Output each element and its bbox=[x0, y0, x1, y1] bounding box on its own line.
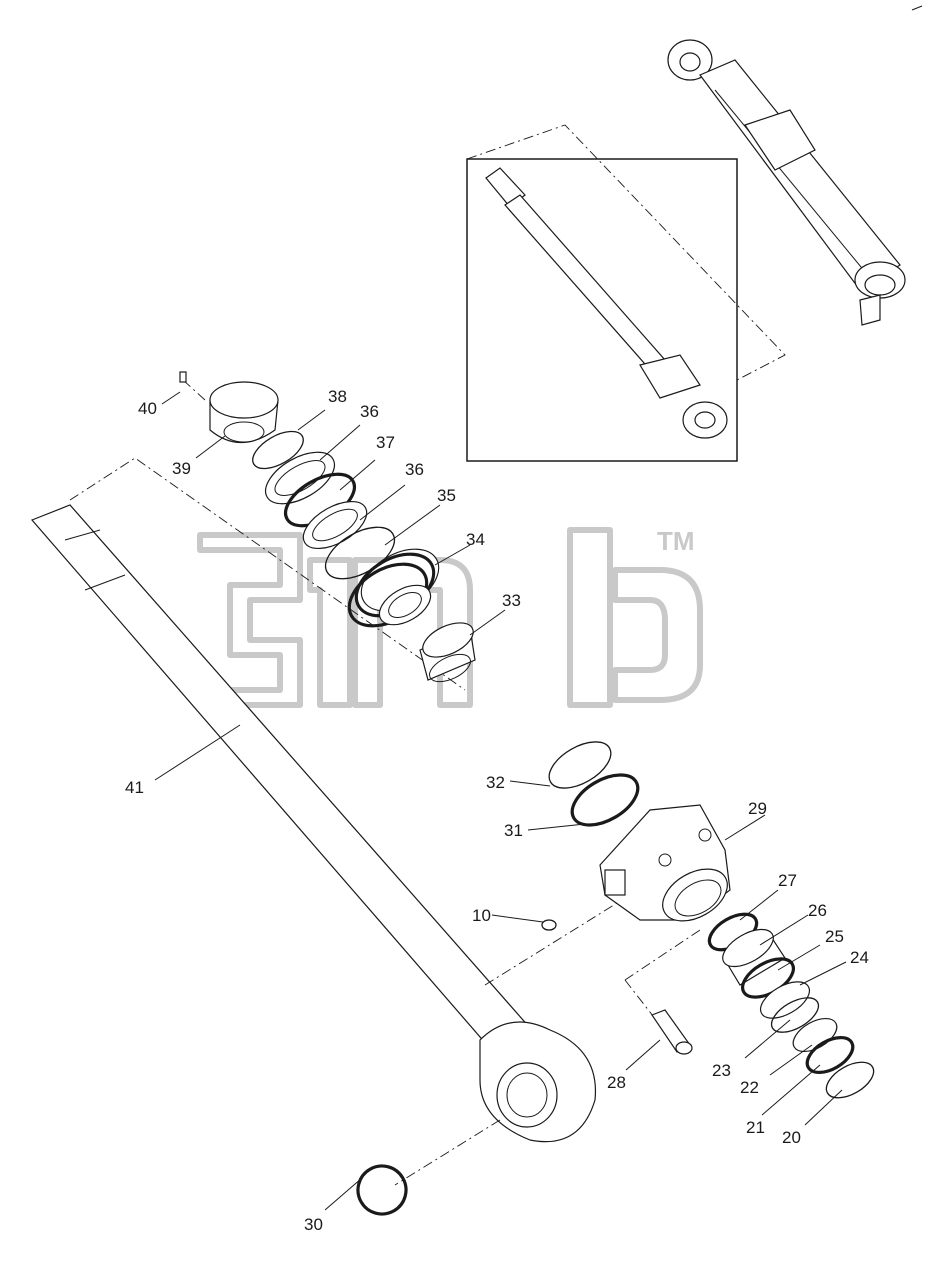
callout-31: 31 bbox=[504, 821, 523, 840]
part-22-ring bbox=[792, 1017, 838, 1053]
part-31-oring bbox=[570, 773, 640, 827]
inset-frame bbox=[466, 158, 738, 462]
callout-32: 32 bbox=[486, 773, 505, 792]
part-29-gland bbox=[599, 804, 731, 922]
callout-25: 25 bbox=[825, 927, 844, 946]
callout-37: 37 bbox=[376, 433, 395, 452]
callout-28: 28 bbox=[607, 1073, 626, 1092]
inset-overview bbox=[466, 39, 906, 462]
callout-23: 23 bbox=[712, 1061, 731, 1080]
part-38-ring bbox=[252, 430, 304, 470]
callout-labels: 40 39 38 36 37 36 35 34 33 41 32 31 29 1… bbox=[125, 387, 869, 1234]
watermark-logo: TM bbox=[197, 526, 703, 708]
part-33-spacer bbox=[419, 622, 476, 683]
callout-30: 30 bbox=[304, 1215, 323, 1234]
part-36-backup-ring-b bbox=[302, 500, 368, 550]
callout-29: 29 bbox=[748, 799, 767, 818]
part-20-snap-ring bbox=[825, 1061, 875, 1099]
part-21-wiper bbox=[805, 1035, 855, 1075]
part-23-ring bbox=[770, 997, 820, 1033]
corner-mark bbox=[911, 5, 923, 11]
callout-39: 39 bbox=[172, 459, 191, 478]
inset-rod bbox=[485, 167, 728, 439]
callout-22: 22 bbox=[740, 1078, 759, 1097]
callout-34: 34 bbox=[466, 530, 485, 549]
callout-21: 21 bbox=[746, 1118, 765, 1137]
part-34-piston bbox=[347, 548, 440, 628]
part-28-bolt bbox=[651, 1009, 693, 1055]
callout-38: 38 bbox=[328, 387, 347, 406]
callout-26: 26 bbox=[808, 901, 827, 920]
part-40-pin bbox=[179, 371, 187, 383]
callout-40: 40 bbox=[138, 399, 157, 418]
callout-24: 24 bbox=[850, 948, 869, 967]
callout-41: 41 bbox=[125, 778, 144, 797]
callout-20: 20 bbox=[782, 1128, 801, 1147]
part-24-ring bbox=[759, 981, 811, 1019]
callout-36-lower: 36 bbox=[405, 460, 424, 479]
callout-33: 33 bbox=[502, 591, 521, 610]
part-10-oring bbox=[541, 919, 557, 931]
callout-36-upper: 36 bbox=[360, 402, 379, 421]
part-36-backup-ring-a bbox=[265, 451, 335, 505]
leader-lines bbox=[154, 391, 847, 1211]
part-39-bushing bbox=[209, 381, 279, 443]
part-26-bushing bbox=[722, 928, 786, 986]
part-32-ring bbox=[548, 741, 612, 789]
piston-rod bbox=[30, 504, 597, 1143]
cylinder-assembly bbox=[667, 39, 906, 326]
part-30-seal bbox=[356, 1164, 408, 1216]
callout-35: 35 bbox=[437, 486, 456, 505]
callout-27: 27 bbox=[778, 871, 797, 890]
watermark-tm: TM bbox=[657, 526, 695, 556]
callout-10: 10 bbox=[472, 906, 491, 925]
